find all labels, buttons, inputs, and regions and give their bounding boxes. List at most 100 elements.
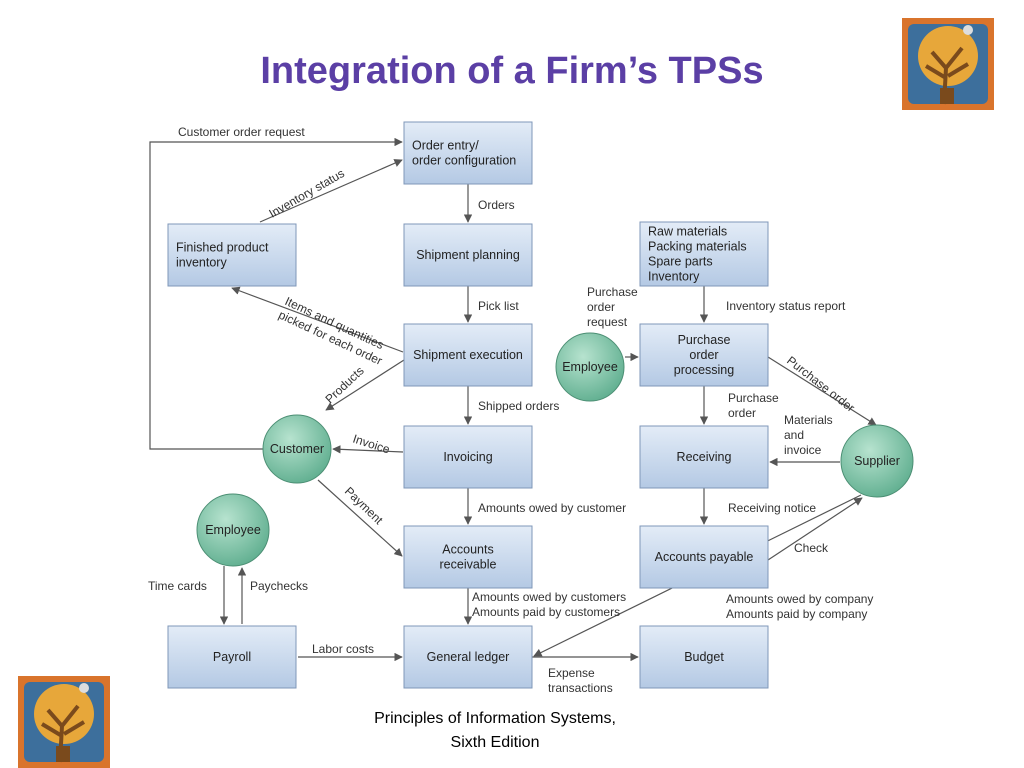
edge-line <box>325 359 405 411</box>
employee-payroll-circle: Employee <box>196 493 270 567</box>
pick-list-text: Pick list <box>478 299 519 313</box>
shipped-orders-label: Shipped orders <box>478 399 559 413</box>
products-text: Products <box>322 364 366 407</box>
paychecks-text: Paychecks <box>250 579 308 593</box>
accounts-receivable-text: Accounts <box>442 543 493 557</box>
orders-label: Orders <box>478 198 515 212</box>
receiving-box: Receiving <box>639 425 769 489</box>
employee-purchasing-circle: Employee <box>555 332 625 402</box>
edge-line <box>259 159 403 223</box>
accounts-payable-text: Accounts payable <box>655 550 754 564</box>
purchase-order-processing-text: order <box>689 348 718 362</box>
materials-invoice-text: invoice <box>784 443 822 457</box>
materials-invoice-text: and <box>784 428 804 442</box>
raw-materials-text: Inventory <box>648 270 700 284</box>
slide-title: Integration of a Firm’s TPSs <box>260 50 764 92</box>
expense-transactions-text: transactions <box>548 681 613 695</box>
order-entry-text: order configuration <box>412 154 516 168</box>
inventory-status-report-text: Inventory status report <box>726 299 846 313</box>
inventory-status-label: Inventory status <box>267 166 347 220</box>
invoice-text: Invoice <box>351 432 392 457</box>
edge-line <box>767 497 863 561</box>
shipment-execution-box: Shipment execution <box>403 323 533 387</box>
amounts-owed-by-customer-text: Amounts owed by customer <box>478 501 626 515</box>
footer-line-1: Principles of Information Systems, <box>374 710 616 727</box>
shipment-planning-box: Shipment planning <box>403 223 533 287</box>
tree-logo-icon <box>902 18 994 110</box>
raw-materials-text: Raw materials <box>648 225 727 239</box>
receiving-text: Receiving <box>677 450 732 464</box>
shipment-planning-text: Shipment planning <box>416 248 520 262</box>
time-cards-label: Time cards <box>148 579 207 593</box>
paychecks-label: Paychecks <box>250 579 308 593</box>
accounts-receivable-text: receivable <box>440 558 497 572</box>
labor-costs-label: Labor costs <box>312 642 374 656</box>
receiving-notice-text: Receiving notice <box>728 501 816 515</box>
customer-text: Customer <box>270 442 324 456</box>
general-ledger-box: General ledger <box>403 625 533 689</box>
invoice-label: Invoice <box>351 432 392 457</box>
budget-text: Budget <box>684 650 724 664</box>
accounts-payable-box: Accounts payable <box>639 525 769 589</box>
amounts-company-text: Amounts owed by company <box>726 592 873 606</box>
edge-line <box>332 445 404 454</box>
purchase-order-request-text: Purchase <box>587 285 638 299</box>
footer-line-2: Sixth Edition <box>450 734 540 751</box>
edge-line <box>231 286 404 353</box>
purchase-order-receiving-text: order <box>728 406 756 420</box>
order-entry-box: Order entry/order configuration <box>403 121 533 185</box>
purchase-order-processing-text: processing <box>674 363 734 377</box>
edge-line <box>767 356 877 426</box>
amounts-owed-by-customer-label: Amounts owed by customer <box>478 501 626 515</box>
employee-purchasing-text: Employee <box>562 360 618 374</box>
customer-order-request-text: Customer order request <box>178 125 305 139</box>
general-ledger-text: General ledger <box>427 650 510 664</box>
purchase-order-request-text: order <box>587 300 615 314</box>
shipment-execution-text: Shipment execution <box>413 348 523 362</box>
raw-materials-text: Packing materials <box>648 240 747 254</box>
check-label: Check <box>794 541 829 555</box>
products-label: Products <box>322 364 366 407</box>
order-entry-text: Order entry/ <box>412 139 479 153</box>
amounts-customers-text: Amounts owed by customers <box>472 590 626 604</box>
finished-inventory-text: Finished product <box>176 241 269 255</box>
supplier-circle: Supplier <box>840 424 914 498</box>
expense-transactions-text: Expense <box>548 666 595 680</box>
finished-inventory-text: inventory <box>176 256 227 270</box>
payroll-text: Payroll <box>213 650 251 664</box>
customer-circle: Customer <box>262 414 332 484</box>
inventory-status-text: Inventory status <box>267 166 347 220</box>
shipped-orders-text: Shipped orders <box>478 399 559 413</box>
amounts-company-text: Amounts paid by company <box>726 607 867 621</box>
inventory-status-report-label: Inventory status report <box>726 299 846 313</box>
tree-logo-icon <box>18 676 110 768</box>
invoicing-text: Invoicing <box>443 450 492 464</box>
check-text: Check <box>794 541 829 555</box>
amounts-customers-text: Amounts paid by customers <box>472 605 620 619</box>
raw-materials-text: Spare parts <box>648 255 713 269</box>
diagram-edges <box>149 137 877 662</box>
diagram-nodes: Order entry/order configurationShipment … <box>167 121 914 689</box>
materials-invoice-text: Materials <box>784 413 833 427</box>
budget-box: Budget <box>639 625 769 689</box>
purchase-order-request-text: request <box>587 315 628 329</box>
customer-order-request-label: Customer order request <box>178 125 305 139</box>
footer: Principles of Information Systems, Sixth… <box>300 707 690 755</box>
pick-list-label: Pick list <box>478 299 519 313</box>
invoicing-box: Invoicing <box>403 425 533 489</box>
purchase-order-supplier-label: Purchase order <box>784 353 857 415</box>
labor-costs-text: Labor costs <box>312 642 374 656</box>
payroll-box: Payroll <box>167 625 297 689</box>
